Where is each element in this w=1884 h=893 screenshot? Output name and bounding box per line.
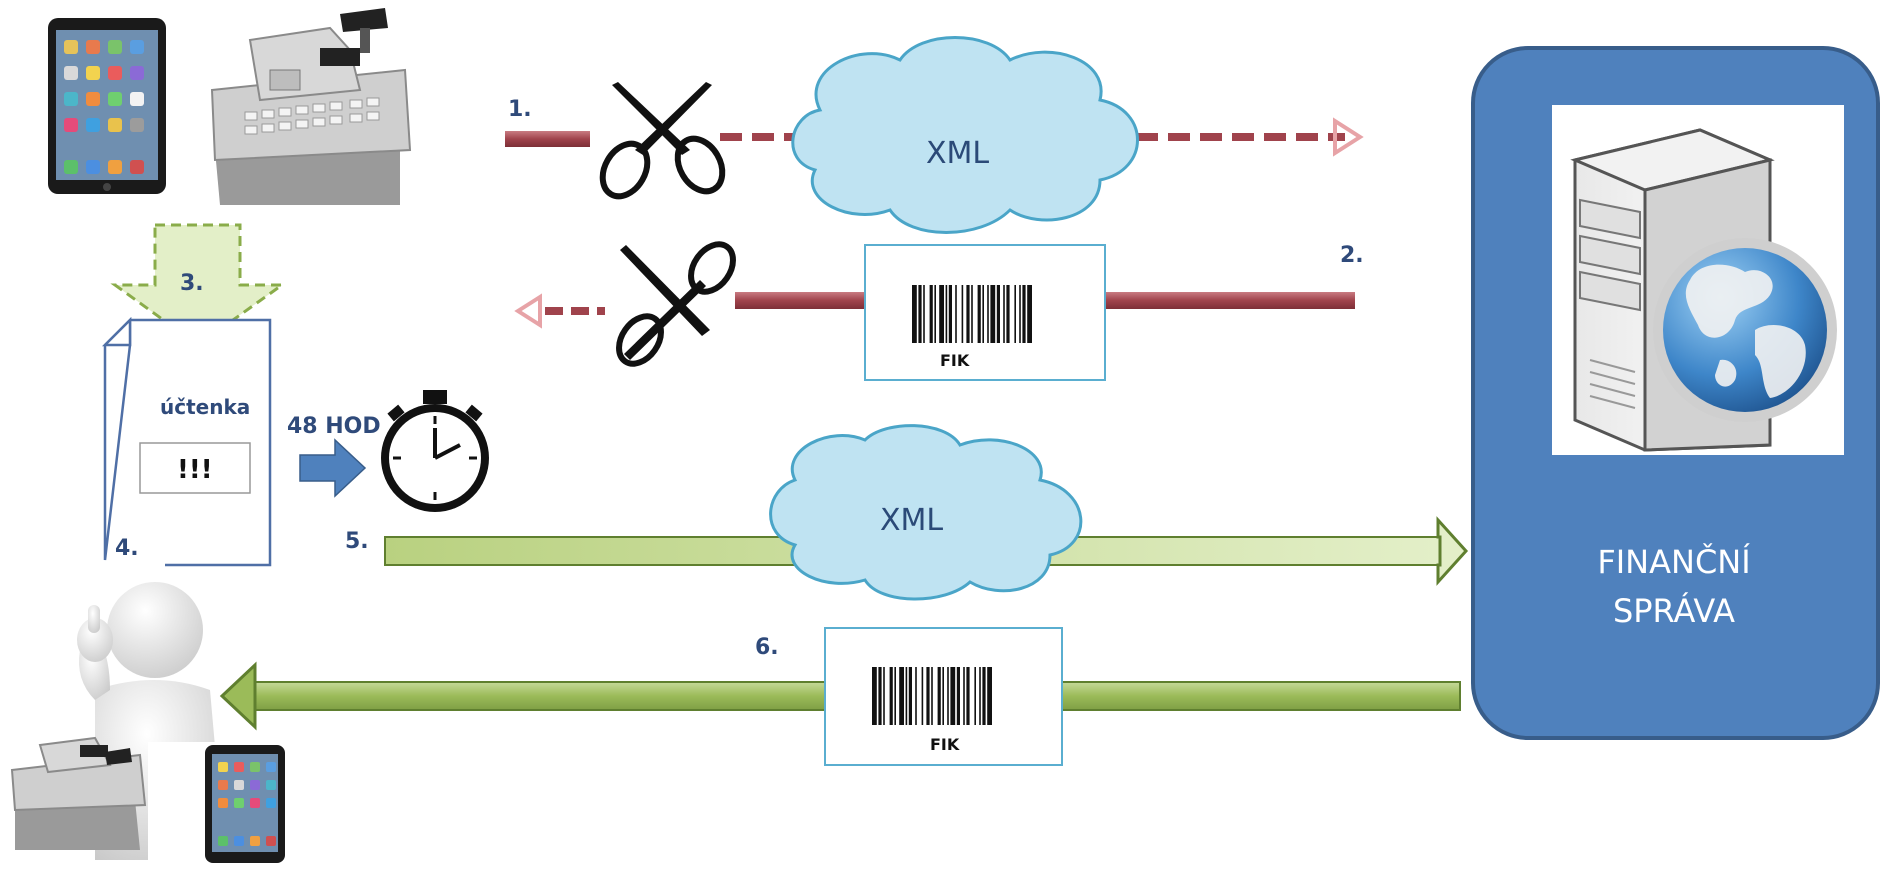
barcode-bar [977, 285, 981, 343]
barcode-bar [918, 285, 922, 343]
barcode-bar [872, 667, 877, 725]
xml-label-bottom: XML [880, 503, 943, 538]
barcode-icon [872, 667, 992, 725]
barcode-bar [956, 667, 960, 725]
barcode-bar [982, 667, 986, 725]
cloud-icon [791, 36, 1139, 234]
barcode-bar [948, 285, 952, 343]
barcode-bar [963, 667, 965, 725]
step-3-label: 3. [180, 271, 204, 296]
step-2-label: 2. [1340, 243, 1364, 268]
barcode-bar [899, 667, 904, 725]
barcode-bar [966, 285, 970, 343]
barcode-bar [982, 285, 984, 343]
barcode-bar [987, 285, 989, 343]
cloud-icon [769, 424, 1083, 601]
barcode-bar [908, 667, 912, 725]
barcode-bar [915, 667, 917, 725]
barcode-bar [987, 667, 992, 725]
scissors-icon [616, 241, 736, 367]
barcode-bar [905, 667, 908, 725]
fik-label-top: FIK [940, 351, 970, 370]
scissors-icon [599, 82, 726, 200]
step-1-label: 1. [508, 97, 532, 122]
financial-administration-title-line1: FINANČNÍ [1597, 542, 1750, 581]
stopwatch-icon [381, 390, 489, 512]
fik-card-top: FIK [864, 244, 1106, 381]
deadline-arrow [299, 438, 367, 498]
barcode-bar [1014, 285, 1016, 343]
receipt-title: účtenka [160, 395, 250, 419]
barcode-bar [926, 667, 930, 725]
barcode-bar [934, 285, 936, 343]
barcode-bar [945, 285, 948, 343]
step-6-label: 6. [755, 635, 779, 660]
barcode-bar [1022, 285, 1026, 343]
barcode-bar [923, 285, 925, 343]
barcode-icon [912, 285, 1032, 343]
barcode-bar [996, 285, 1000, 343]
barcode-bar [966, 667, 970, 725]
barcode-bar [942, 667, 944, 725]
barcode-bar [990, 285, 996, 343]
barcode-bar [1006, 285, 1010, 343]
barcode-bar [878, 667, 882, 725]
deadline-label: 48 HOD [287, 414, 381, 439]
receipt-warning: !!! [177, 455, 213, 485]
barcode-bar [929, 285, 933, 343]
barcode-bar [971, 285, 973, 343]
barcode-bar [961, 285, 964, 343]
barcode-bar [912, 285, 917, 343]
barcode-bar [950, 667, 956, 725]
barcode-bar [1003, 285, 1005, 343]
request-arrow-stub [505, 131, 590, 147]
barcode-bar [1027, 285, 1032, 343]
barcode-bar [889, 667, 893, 725]
globe-icon [1653, 238, 1837, 422]
barcode-bar [1019, 285, 1021, 343]
barcode-bar [894, 667, 896, 725]
step-4-label: 4. [115, 536, 139, 561]
xml-label-top: XML [926, 136, 989, 171]
response-arrow-dashed [514, 293, 605, 329]
print-down-arrow [110, 223, 287, 347]
receipt-warning-box [139, 442, 251, 494]
barcode-bar [979, 667, 981, 725]
barcode-bar [955, 285, 957, 343]
barcode-bar [939, 285, 944, 343]
fik-label-bottom: FIK [930, 735, 960, 754]
financial-administration-title-line2: SPRÁVA [1613, 592, 1735, 630]
tablet-icon [148, 742, 286, 867]
cash-register-icon [210, 8, 412, 205]
tablet-icon [48, 18, 166, 194]
step-5-label: 5. [345, 529, 369, 554]
barcode-bar [947, 667, 949, 725]
fik-card-bottom: FIK [824, 627, 1063, 766]
barcode-bar [937, 667, 941, 725]
barcode-bar [921, 667, 924, 725]
cash-register-icon [10, 736, 147, 850]
barcode-bar [974, 667, 976, 725]
barcode-bar [883, 667, 885, 725]
barcode-bar [931, 667, 933, 725]
